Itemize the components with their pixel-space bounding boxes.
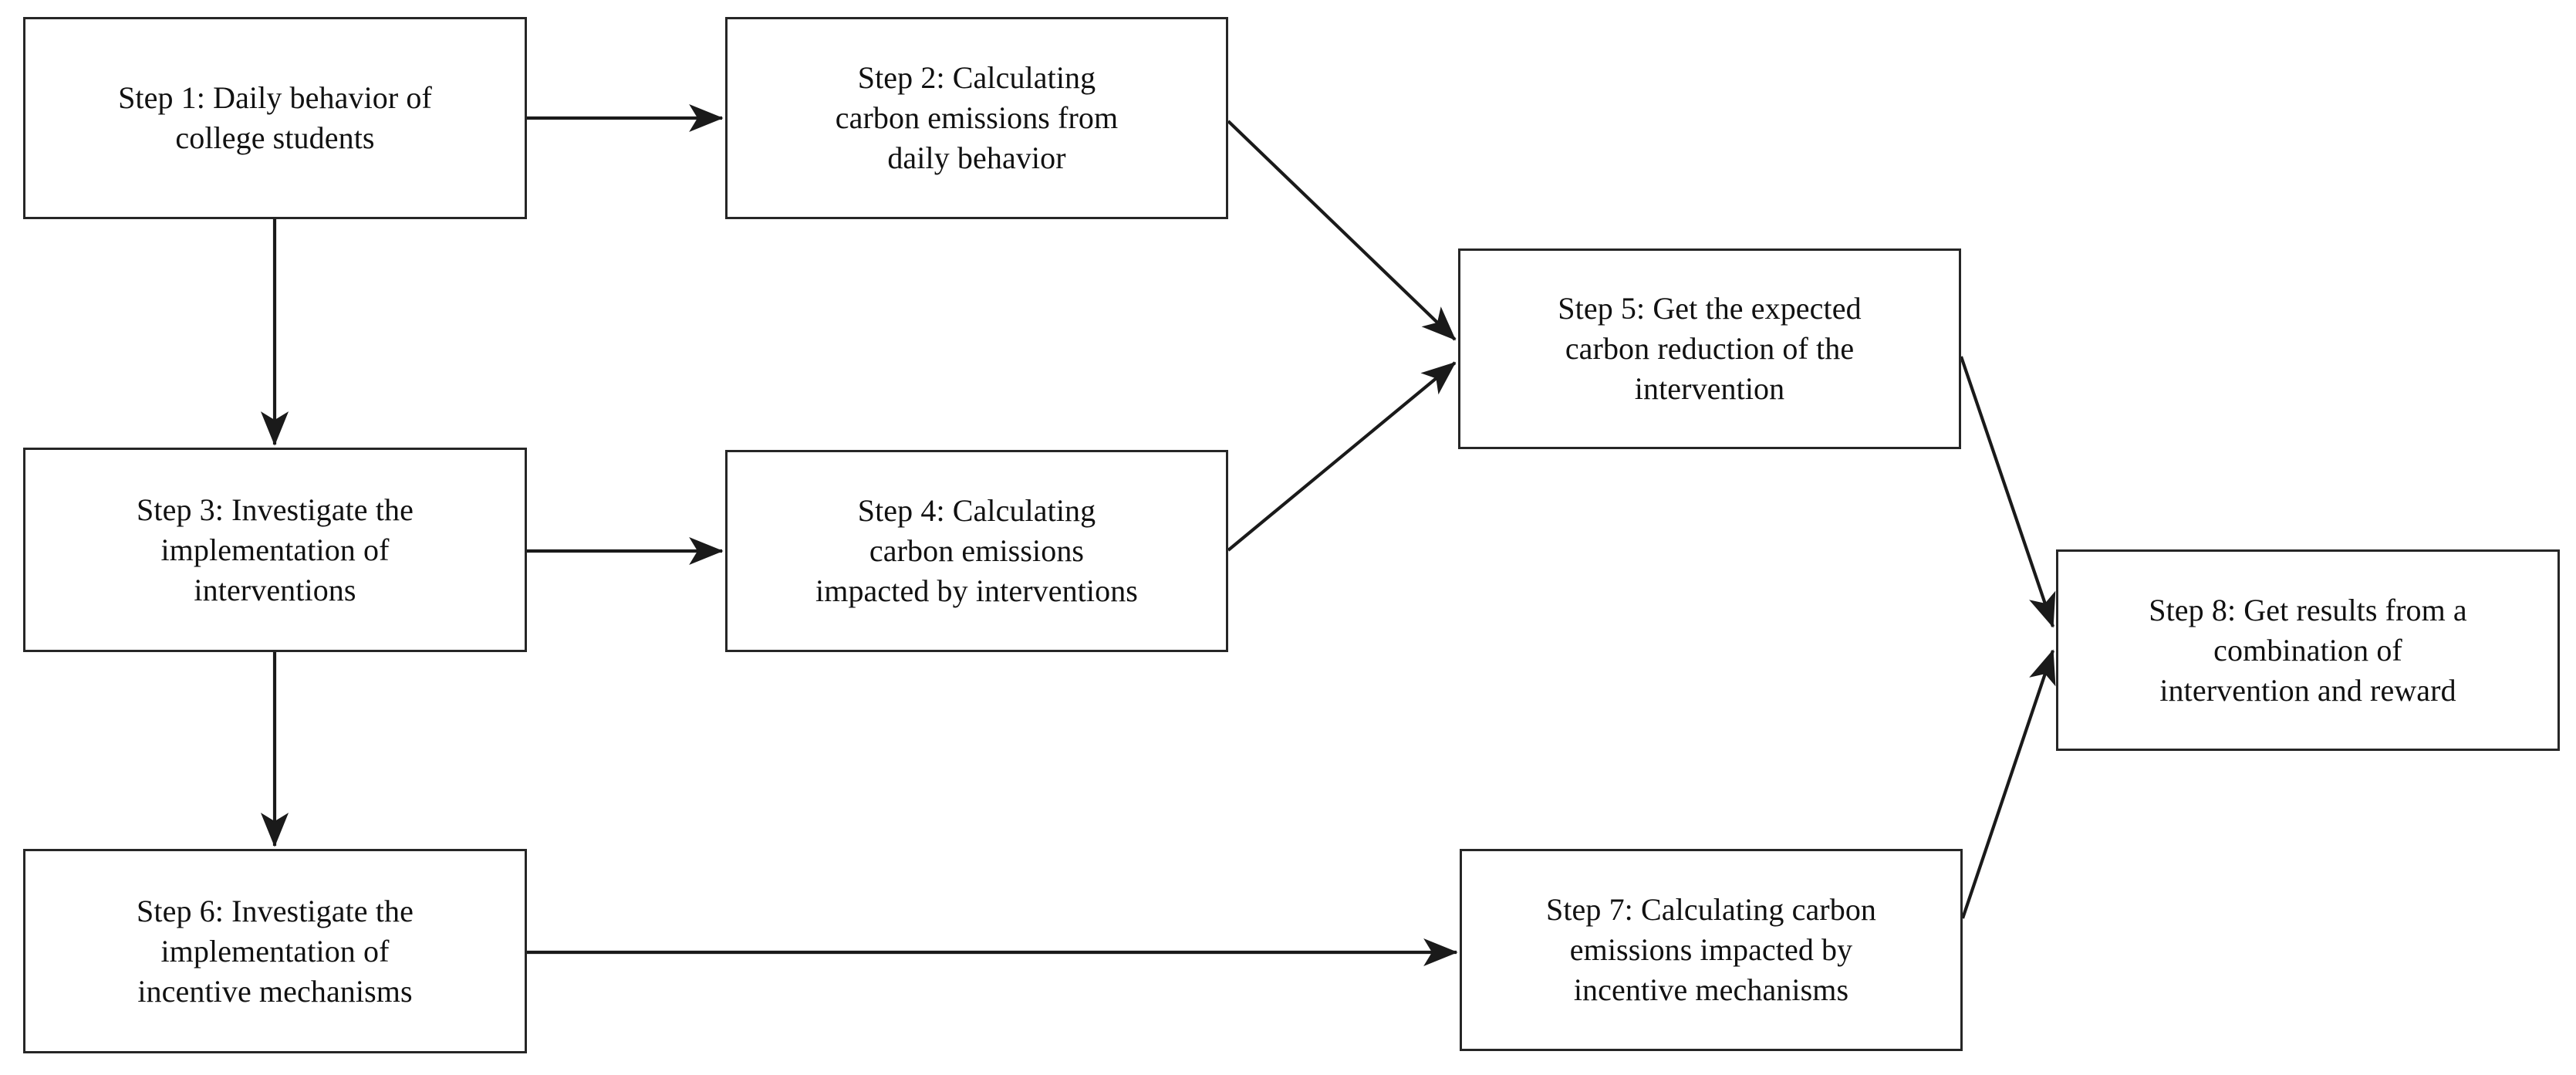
step-5-box: Step 5: Get the expected carbon reductio… <box>1458 248 1961 449</box>
step-6-box: Step 6: Investigate the implementation o… <box>23 849 527 1053</box>
edge-step4-to-step5 <box>1227 361 1457 552</box>
step-4-box: Step 4: Calculating carbon emissions imp… <box>725 450 1228 652</box>
step-1-label: Step 1: Daily behavior of college studen… <box>118 80 432 155</box>
step-2-label: Step 2: Calculating carbon emissions fro… <box>835 60 1119 175</box>
step-1-box: Step 1: Daily behavior of college studen… <box>23 17 527 219</box>
step-4-label: Step 4: Calculating carbon emissions imp… <box>815 493 1138 608</box>
edge-step7-to-step8 <box>1961 649 2056 919</box>
step-7-label: Step 7: Calculating carbon emissions imp… <box>1545 892 1877 1007</box>
edge-step5-to-step8 <box>1960 356 2056 628</box>
step-2-box: Step 2: Calculating carbon emissions fro… <box>725 17 1228 219</box>
step-7-box: Step 7: Calculating carbon emissions imp… <box>1460 849 1963 1051</box>
step-8-label: Step 8: Get results from a combination o… <box>2149 592 2467 708</box>
step-3-label: Step 3: Investigate the implementation o… <box>137 492 414 607</box>
step-8-box: Step 8: Get results from a combination o… <box>2056 549 2560 751</box>
step-6-label: Step 6: Investigate the implementation o… <box>137 893 414 1009</box>
step-3-box: Step 3: Investigate the implementation o… <box>23 448 527 652</box>
step-5-label: Step 5: Get the expected carbon reductio… <box>1558 291 1862 406</box>
edge-step2-to-step5 <box>1227 120 1457 341</box>
